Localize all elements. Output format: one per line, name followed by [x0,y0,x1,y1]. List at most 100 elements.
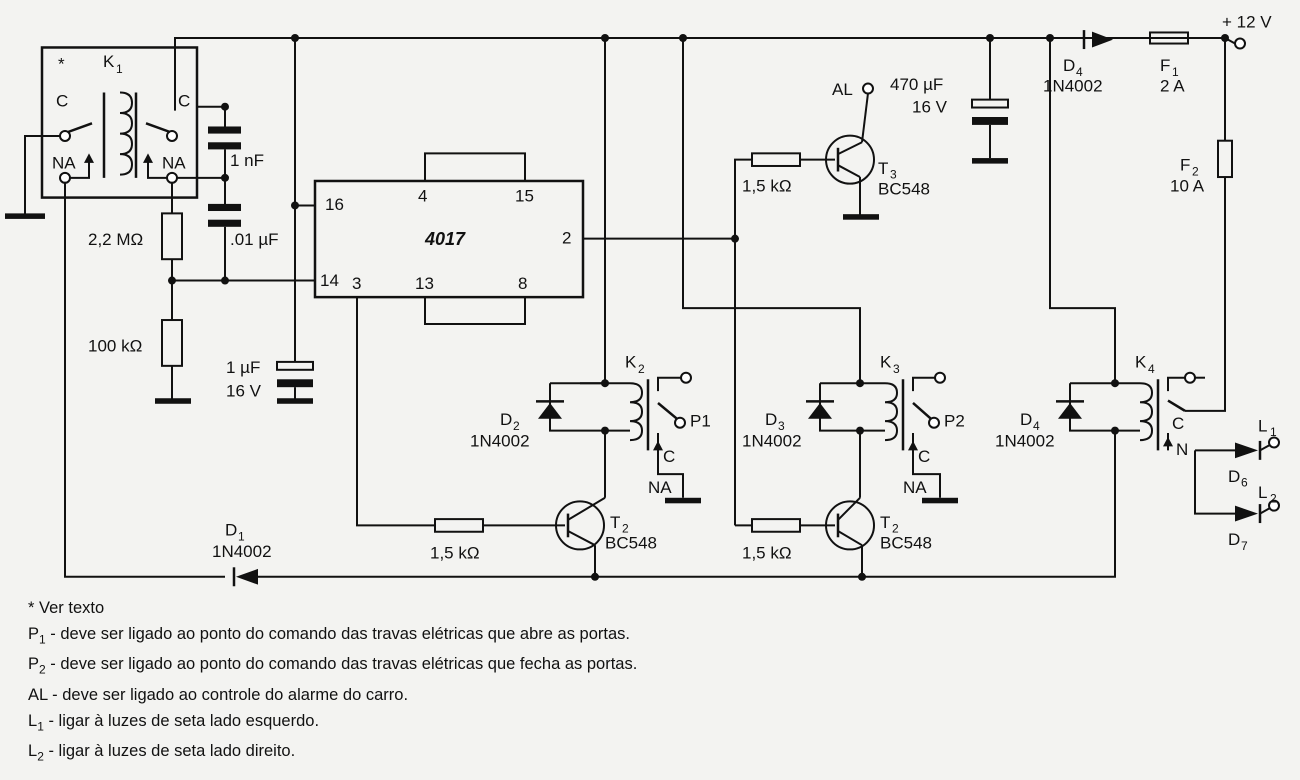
label: 4 [418,187,427,206]
label: NA [903,478,927,497]
label: T [880,513,890,532]
label: 1 [1270,425,1277,439]
label: 1N4002 [1043,77,1103,96]
label: 2 [37,749,44,764]
label: P1 [690,412,711,431]
label: 1 [37,718,44,733]
label: 6 [1241,476,1248,490]
label: 1,5 kΩ [430,544,480,563]
label: 16 V [226,382,262,401]
pin2-net: 1,5 kΩ 1,5 kΩ [583,152,835,563]
label: - deve ser ligado ao ponto do comando da… [45,624,630,643]
label: K [1135,352,1147,371]
note-l1: L1 - ligar à luzes de seta lado esquerdo… [28,709,637,740]
label: * Ver texto [28,599,105,617]
label: 470 µF [890,75,943,94]
label: 2 [39,662,46,677]
label: .01 µF [230,230,279,249]
label: - ligar à luzes de seta lado direito. [43,742,296,761]
label: 2 [638,362,645,376]
label: D [1020,410,1032,429]
label: AL [832,80,853,99]
label: BC548 [605,533,657,552]
relay-k1: * K 1 C C NA NA [5,46,199,219]
label: 100 kΩ [88,337,142,356]
label: 4017 [424,229,466,249]
label: 4 [1076,65,1083,79]
label: 2 [562,228,571,247]
label: 15 [515,187,534,206]
label: 1 [1172,65,1179,79]
label: 2 [892,522,899,536]
label: BC548 [880,533,932,552]
label: 1 µF [226,358,260,377]
note-al: AL - deve ser ligado ao controle do alar… [28,683,637,709]
label: AL [28,686,48,705]
transistor-t2-left: 1,5 kΩ T 2 BC548 [356,297,657,563]
relay-k3-stage: K 3 P2 C NA D 3 1N4002 T 2 BC548 [682,38,965,552]
label: T [610,513,620,532]
k3-c-label: C [918,447,930,466]
label: 3 [778,419,785,433]
label: 1N4002 [212,542,272,561]
label: 1,5 kΩ [742,544,792,563]
k2-c-label: C [663,447,675,466]
transistor-t3: AL T 3 BC548 [825,80,930,220]
note-ver-texto: * Ver texto [28,596,637,622]
supply-protection: D 4 1N4002 F 1 2 A F 2 10 A [1043,30,1233,324]
bottom-net-d1: D 1 1N4002 [64,181,1119,587]
capacitors-timing: 1 nF .01 µF [177,102,279,285]
note-p1: P1 - deve ser ligado ao ponto do comando… [28,622,637,653]
label: F [1180,156,1190,175]
label: 1 [116,62,123,76]
label: 2 [622,522,629,536]
label: 2 [513,419,520,433]
capacitor-470uf: 470 µF 16 V [890,38,1009,164]
label: 4 [1148,362,1155,376]
note-p2: P2 - deve ser ligado ao ponto do comando… [28,652,637,683]
label: NA [52,153,76,172]
relay-k2-stage: K 2 P1 C NA D 2 1N4002 [470,38,711,504]
label: BC548 [878,179,930,198]
label: 3 [890,168,897,182]
label: 2 [1270,492,1277,506]
supply-label: + 12 V [1222,13,1272,32]
label: P [28,655,40,674]
label: - deve ser ligado ao controle do alarme … [47,686,409,705]
label: 1N4002 [995,431,1055,450]
label: D [500,410,512,429]
label: 1N4002 [470,431,530,450]
label: 16 V [912,97,948,116]
label: N [1176,440,1188,459]
label: F [1160,56,1170,75]
label: K [103,52,115,71]
supply-rail: + 12 V [174,13,1272,111]
label: D [1228,530,1240,549]
label: 8 [518,274,527,293]
label: 2 A [1160,77,1185,96]
label: 2 [1192,164,1199,178]
label: D [225,521,237,540]
label: 1N4002 [742,431,802,450]
legend-notes: * Ver texto P1 - deve ser ligado ao pont… [28,596,637,770]
label: * [58,55,65,74]
label: D [1228,467,1240,486]
label: 1 [39,631,46,646]
label: 2,2 MΩ [88,230,143,249]
label: L [28,742,38,761]
label: 4 [1033,419,1040,433]
label: 16 [325,195,344,214]
label: C [56,92,68,111]
label: D [765,410,777,429]
label: NA [162,153,186,172]
label: C [178,92,190,111]
label: K [625,352,637,371]
label: NA [648,478,672,497]
ic-4017: 4017 16 4 15 2 14 3 13 8 [313,152,585,325]
label: 3 [893,362,900,376]
label: 7 [1241,539,1248,553]
label: 3 [352,274,361,293]
label: 13 [415,274,434,293]
